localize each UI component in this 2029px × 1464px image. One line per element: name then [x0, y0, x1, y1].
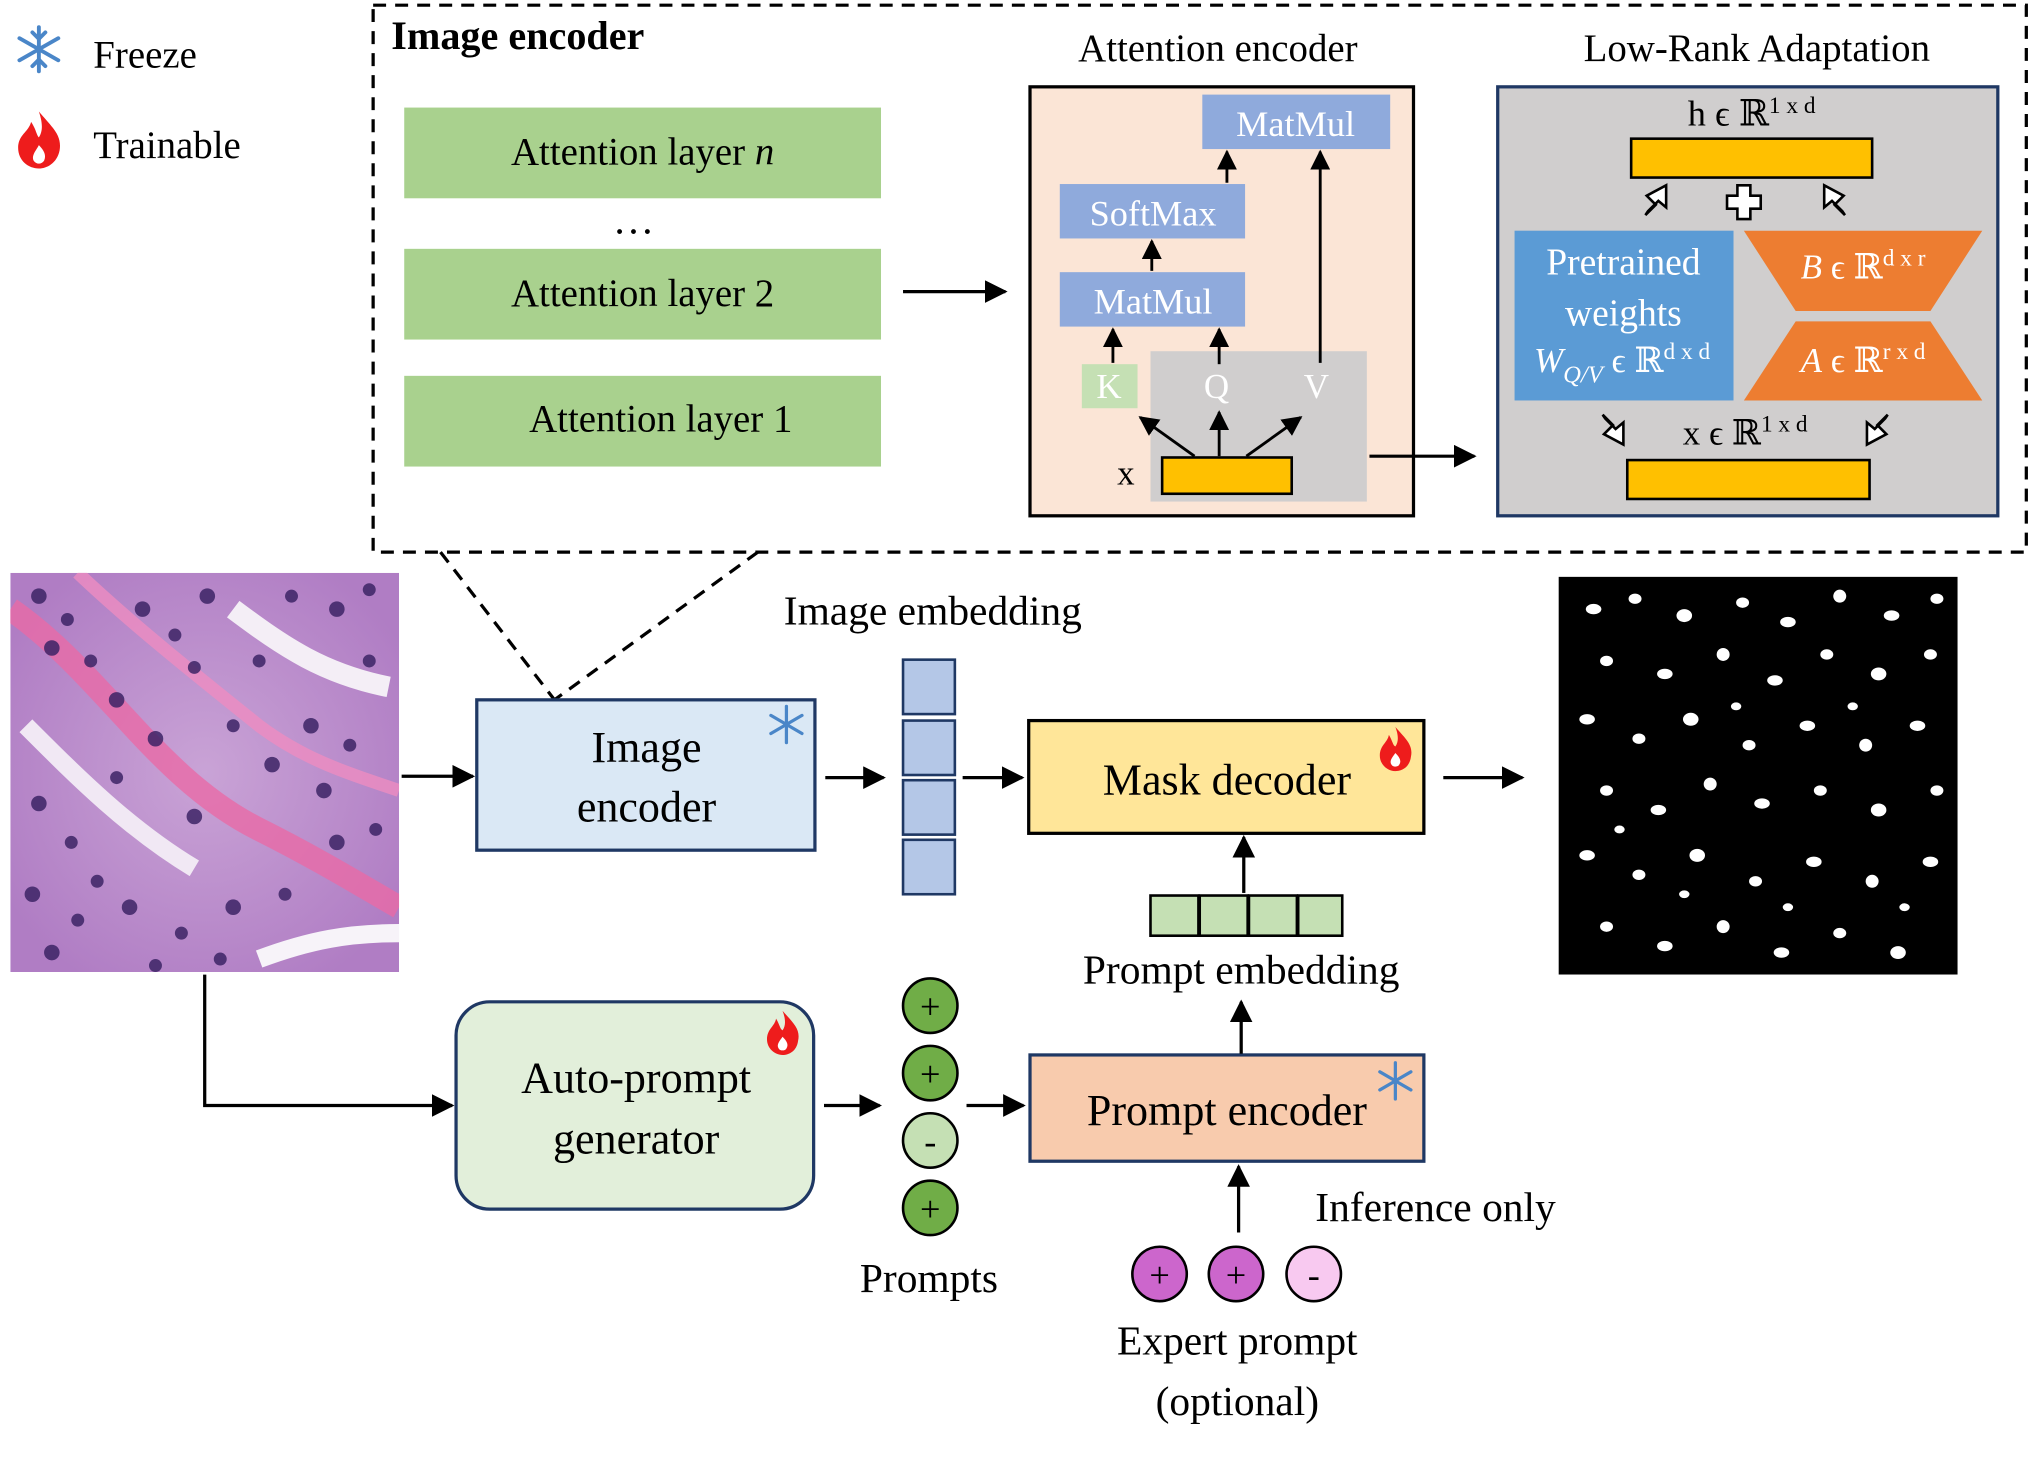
- prompt-points: + + - +: [901, 977, 959, 1237]
- inference-only-label: Inference only: [1315, 1184, 1556, 1230]
- mask-decoder-block: [1027, 718, 1426, 835]
- image-encoder-panel-title: Image encoder: [391, 13, 644, 58]
- svg-text:-: -: [1308, 1255, 1320, 1295]
- image-encoder-line2: encoder: [577, 783, 717, 832]
- lora-title: Low-Rank Adaptation: [1584, 27, 1930, 70]
- lora-hollow-arrows: [1601, 183, 1889, 447]
- snowflake-icon: [1378, 1061, 1413, 1101]
- image-encoder-line1: Image: [591, 723, 701, 772]
- svg-text:-: -: [924, 1121, 936, 1161]
- h-label: h ϵ ℝ1 x d: [1688, 93, 1816, 134]
- image-encoder-panel-border: [371, 3, 2028, 554]
- x-input-bar: [1160, 456, 1294, 496]
- pretrained-line1: Pretrained: [1546, 243, 1701, 284]
- pretrained-line2: weights: [1565, 293, 1682, 334]
- matmul-bottom: [1059, 272, 1246, 327]
- a-formula: A ϵ ℝr x d: [1799, 339, 1926, 380]
- image-encoder-block: [475, 698, 817, 852]
- k-block: [1081, 364, 1138, 409]
- flame-icon: [18, 111, 60, 169]
- prompt-embedding-label: Prompt embedding: [1083, 947, 1400, 993]
- w-formula: WQ/V ϵ ℝd x d: [1534, 339, 1710, 388]
- expert-prompt-line2: (optional): [1156, 1378, 1319, 1425]
- prompt-embedding-stack: [1149, 894, 1344, 938]
- attention-layer-1-label: Attention layer 1: [529, 398, 792, 441]
- q-label: Q: [1204, 367, 1229, 406]
- attention-arrows: [1102, 149, 1331, 458]
- svg-text:+: +: [920, 1054, 940, 1094]
- matmul-top: [1202, 94, 1391, 150]
- attention-encoder-title: Attention encoder: [1078, 27, 1357, 70]
- attention-layer-2: [404, 248, 882, 340]
- softmax-label: SoftMax: [1090, 193, 1217, 233]
- legend-freeze-label: Freeze: [93, 33, 197, 76]
- attention-layer-2-label: Attention layer 2: [511, 272, 774, 315]
- attention-layer-n-label: Attention layer n: [511, 131, 774, 174]
- b-formula: B ϵ ℝd x r: [1801, 246, 1926, 287]
- flame-icon: [766, 1010, 799, 1055]
- svg-text:+: +: [920, 987, 940, 1027]
- svg-text:+: +: [920, 1189, 940, 1229]
- k-label: K: [1096, 367, 1121, 406]
- x-input-bar-lora: [1625, 458, 1871, 501]
- auto-prompt-line2: generator: [553, 1114, 720, 1163]
- h-output-bar: [1629, 137, 1874, 179]
- softmax-block: [1059, 184, 1246, 239]
- x-dim-label: x ϵ ℝ1 x d: [1683, 412, 1808, 453]
- histology-input-image: [10, 572, 400, 972]
- v-label: V: [1304, 367, 1329, 406]
- attention-layer-n: [404, 107, 882, 199]
- matmul-bottom-label: MatMul: [1094, 282, 1213, 322]
- snowflake-icon: [17, 25, 61, 74]
- auto-prompt-generator-block: [454, 1000, 816, 1211]
- attention-layer-1: [404, 375, 882, 467]
- expert-prompt-points: + + -: [1131, 1245, 1343, 1303]
- zoom-line-left: [439, 551, 556, 701]
- a-matrix-block: [1743, 321, 1983, 401]
- x-label: x: [1117, 454, 1135, 493]
- prompt-encoder-block: [1028, 1053, 1426, 1163]
- plus-icon: [1725, 184, 1763, 221]
- segmentation-mask-output: [1558, 576, 1958, 975]
- image-embedding-stack: [901, 658, 957, 896]
- arrow-image-to-autoprompt: [203, 974, 455, 1117]
- legend-trainable-label: Trainable: [93, 124, 240, 167]
- expert-prompt-line1: Expert prompt: [1117, 1317, 1358, 1363]
- image-embedding-label: Image embedding: [784, 588, 1082, 634]
- b-matrix-block: [1743, 230, 1983, 312]
- svg-text:+: +: [1226, 1255, 1246, 1295]
- matmul-top-label: MatMul: [1236, 104, 1355, 144]
- prompt-encoder-label: Prompt encoder: [1087, 1086, 1367, 1135]
- mask-decoder-label: Mask decoder: [1103, 755, 1352, 804]
- prompts-label: Prompts: [860, 1255, 998, 1301]
- pretrained-weights-block: [1514, 230, 1734, 401]
- svg-text:+: +: [1149, 1255, 1169, 1295]
- legend: Freeze Trainable: [17, 25, 241, 169]
- layer-ellipsis: …: [613, 196, 654, 242]
- flame-icon: [1379, 727, 1412, 772]
- image-encoder-panel: Image encoder Attention layer n … Attent…: [371, 3, 2028, 554]
- zoom-line-right: [553, 550, 759, 702]
- auto-prompt-line1: Auto-prompt: [521, 1054, 751, 1103]
- snowflake-icon: [769, 704, 804, 745]
